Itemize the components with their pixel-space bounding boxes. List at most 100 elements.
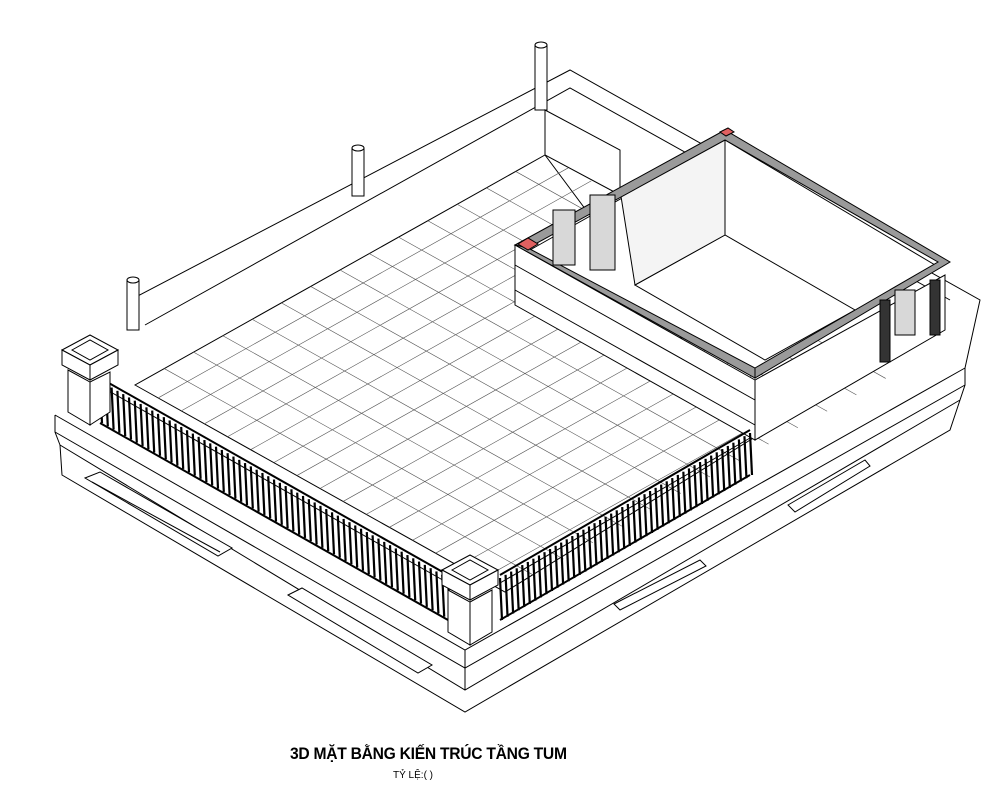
tile-line	[369, 253, 740, 461]
baluster	[429, 568, 434, 611]
baluster	[249, 466, 254, 509]
baluster	[168, 420, 173, 463]
baluster	[220, 449, 225, 493]
baluster	[203, 440, 208, 483]
column-cut-2	[719, 127, 735, 137]
baluster	[423, 564, 428, 607]
baluster	[185, 430, 191, 473]
baluster	[307, 499, 312, 542]
baluster	[676, 474, 681, 517]
baluster	[548, 548, 554, 592]
baluster	[261, 472, 266, 515]
tile-line	[281, 302, 652, 511]
baluster	[232, 456, 237, 499]
baluster	[151, 410, 156, 453]
baluster	[267, 476, 272, 519]
drawing-title: 3D MẶT BẰNG KIẾN TRÚC TẦNG TUM	[290, 744, 567, 763]
baluster	[498, 577, 504, 621]
corner-pillars	[60, 334, 500, 646]
baluster	[682, 471, 687, 514]
baluster	[693, 465, 698, 508]
baluster	[284, 486, 289, 529]
baluster	[272, 479, 278, 522]
baluster	[660, 484, 665, 527]
baluster	[654, 487, 659, 530]
baluster	[743, 436, 748, 479]
baluster	[133, 400, 138, 443]
baluster	[643, 494, 648, 537]
baluster	[632, 500, 637, 543]
baluster	[354, 525, 359, 568]
baluster	[319, 505, 324, 548]
baluster	[290, 489, 295, 532]
stair-room	[513, 127, 951, 441]
baluster	[593, 523, 598, 566]
tile-line	[222, 335, 594, 543]
baluster	[704, 458, 709, 501]
baluster	[435, 571, 440, 614]
baluster	[255, 469, 260, 512]
baluster	[565, 539, 570, 582]
baluster	[537, 555, 542, 598]
baluster	[521, 565, 526, 608]
baluster	[388, 545, 394, 588]
handrail	[499, 429, 751, 576]
bottom-rail	[99, 422, 449, 621]
baluster	[371, 535, 376, 578]
balustrade-railings	[98, 377, 754, 621]
baluster	[394, 548, 399, 591]
baluster	[406, 554, 411, 598]
baluster	[365, 531, 370, 575]
baluster	[504, 574, 509, 617]
baluster	[560, 542, 565, 585]
baluster	[383, 541, 388, 584]
tile-line	[193, 351, 564, 560]
baluster	[116, 390, 121, 433]
baluster	[621, 507, 626, 550]
baluster	[197, 436, 202, 479]
baluster	[342, 518, 347, 561]
baluster	[671, 478, 676, 521]
baluster	[687, 468, 692, 511]
baluster	[348, 522, 353, 565]
baluster	[180, 426, 185, 470]
baluster	[156, 413, 162, 456]
baluster	[127, 397, 133, 440]
baluster	[238, 459, 243, 502]
baluster	[726, 445, 731, 488]
baluster	[665, 481, 670, 524]
baluster	[174, 423, 179, 466]
baluster	[715, 452, 720, 495]
baluster	[162, 417, 167, 460]
baluster	[377, 538, 382, 581]
baluster	[313, 502, 318, 545]
baluster	[110, 387, 115, 430]
baluster	[139, 403, 144, 447]
baluster	[721, 449, 726, 492]
baluster	[732, 442, 737, 485]
baluster	[610, 513, 615, 556]
baluster	[576, 532, 581, 575]
baluster	[296, 492, 301, 535]
baluster	[325, 508, 330, 552]
baluster	[226, 453, 231, 496]
baluster	[543, 552, 548, 595]
baluster	[515, 568, 520, 611]
baluster	[214, 446, 220, 489]
baluster	[301, 495, 307, 538]
column-cut-1	[517, 237, 539, 251]
baluster	[145, 407, 150, 450]
baluster	[598, 519, 604, 563]
baluster	[243, 463, 249, 506]
handrail	[499, 437, 751, 584]
tile-line	[164, 368, 535, 576]
tile-line	[251, 319, 623, 527]
baluster	[510, 571, 515, 614]
baluster	[417, 561, 423, 604]
slab-openings	[83, 459, 871, 674]
baluster	[122, 394, 127, 437]
baluster	[336, 515, 341, 558]
baluster	[698, 461, 704, 505]
baluster	[604, 516, 609, 559]
